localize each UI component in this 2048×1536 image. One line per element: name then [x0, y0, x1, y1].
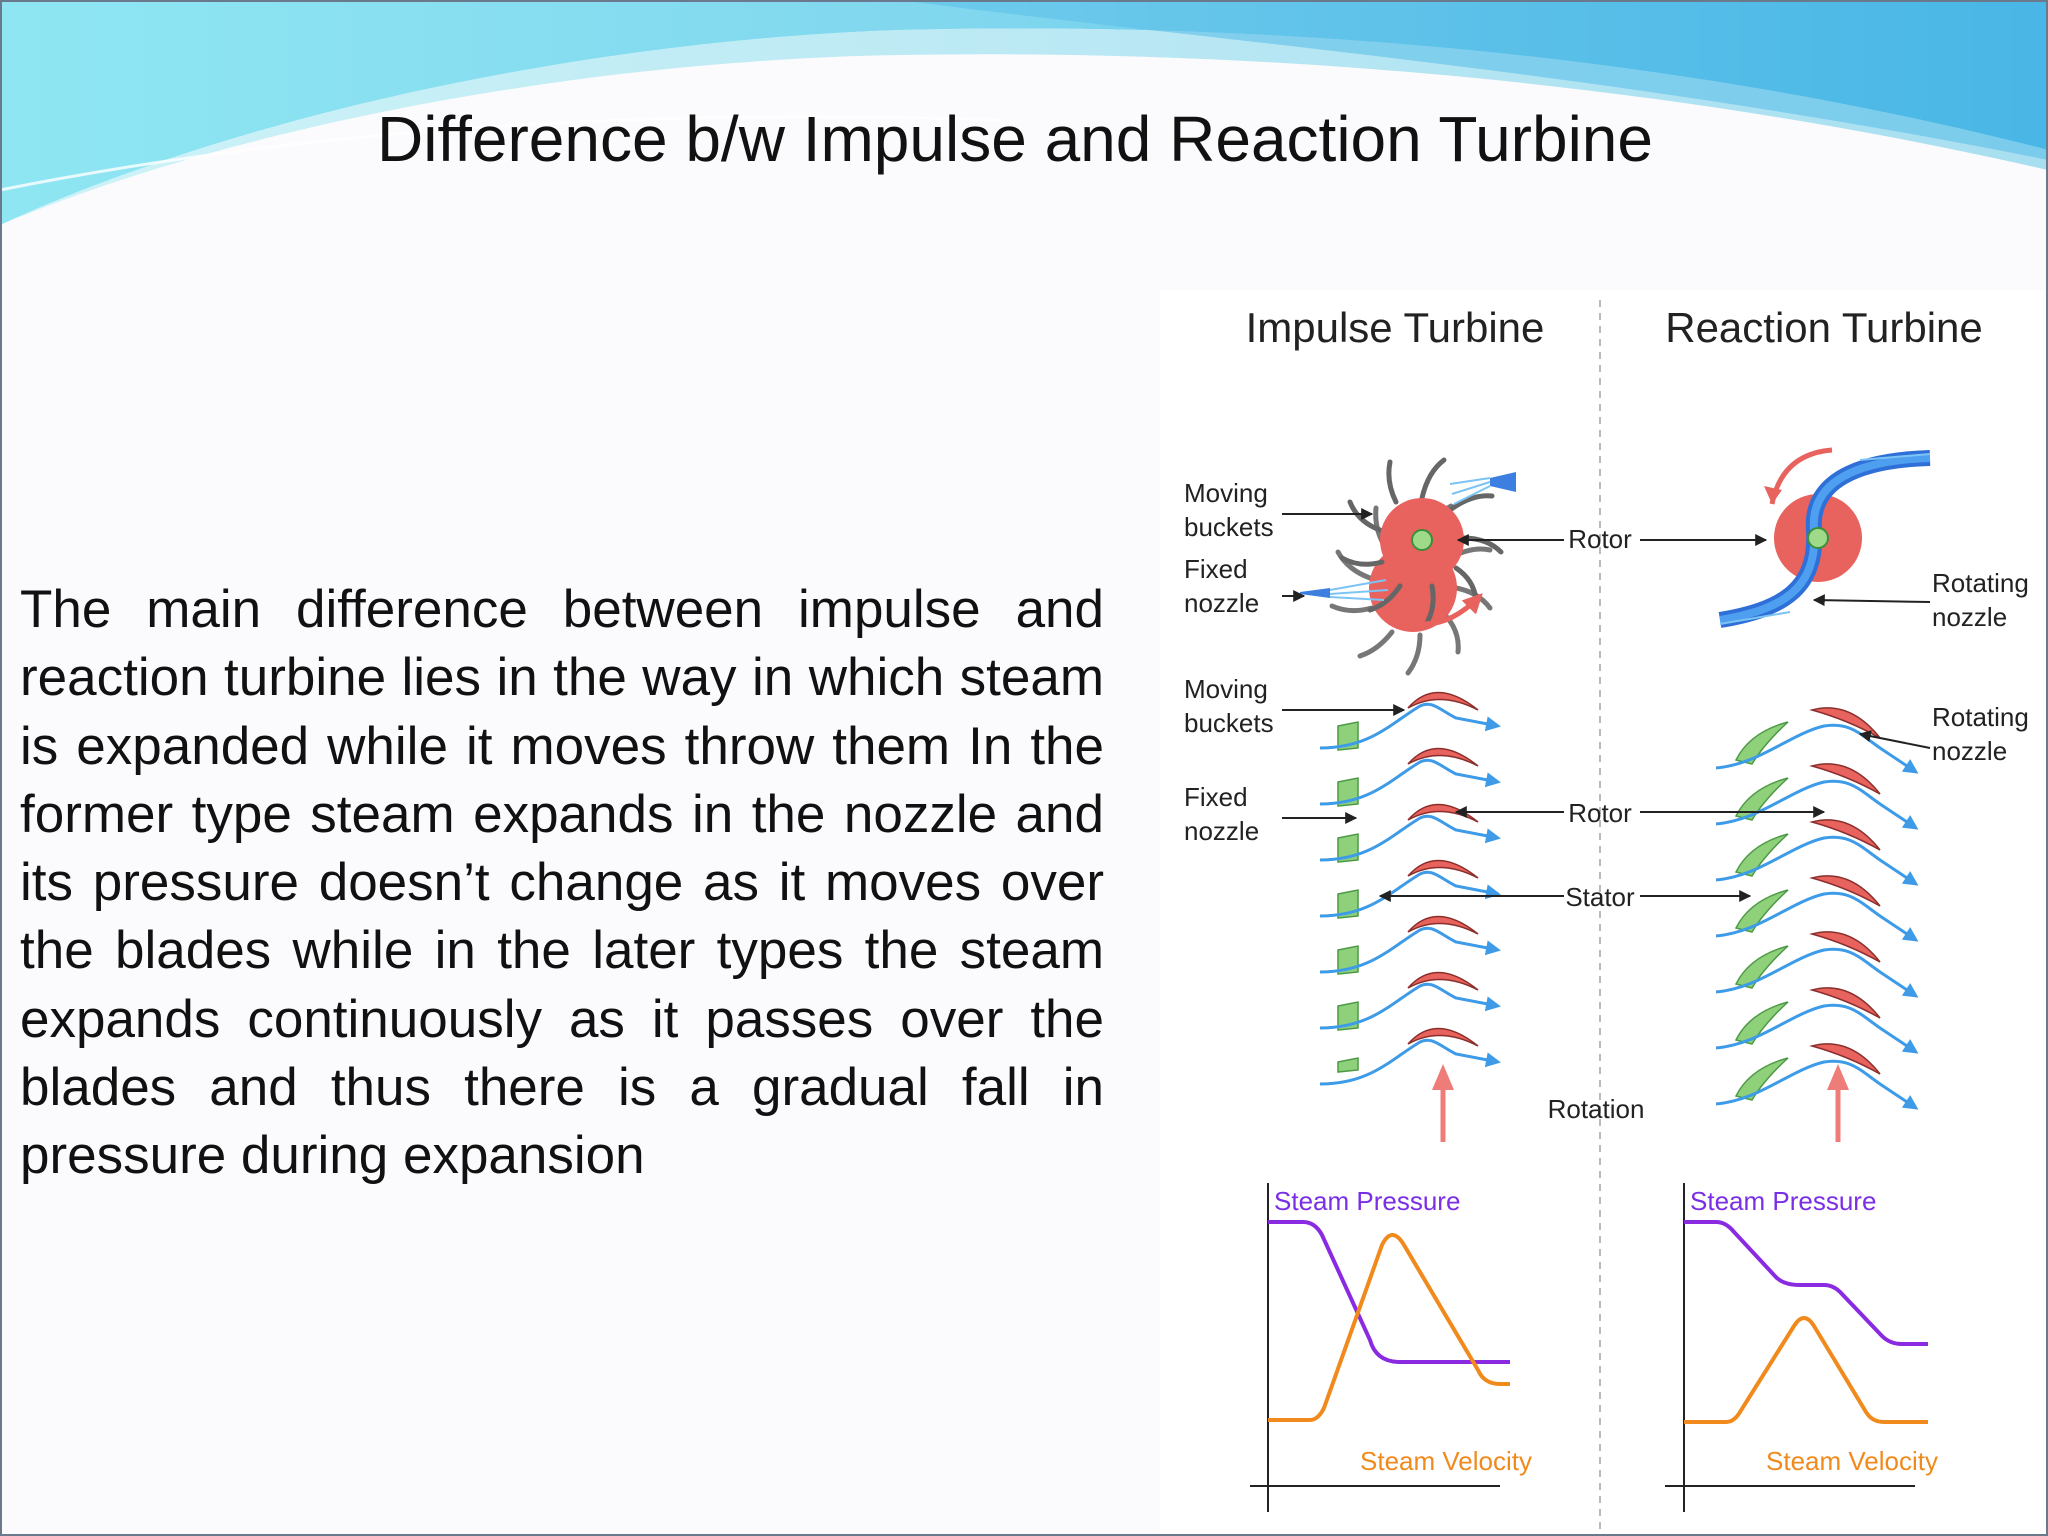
reaction-stator-blade [1734, 777, 1789, 821]
rotation-arrows [1432, 1064, 1849, 1142]
label-rotation: Rotation [1548, 1094, 1645, 1124]
label-fixed-nozzle-top-2: nozzle [1184, 588, 1259, 618]
impulse-velocity-label: Steam Velocity [1360, 1446, 1532, 1476]
reaction-rotor-blade [1809, 707, 1881, 739]
impulse-moving-bucket [1407, 691, 1479, 711]
impulse-moving-bucket [1407, 803, 1479, 823]
label-fixed-nozzle-mid: Fixed [1184, 782, 1248, 812]
reaction-stator-blade [1734, 945, 1789, 989]
diagram-canvas: Impulse Turbine Reaction Turbine [1184, 300, 2029, 1530]
reaction-flow-line [1715, 891, 1919, 942]
impulse-moving-bucket [1407, 915, 1479, 935]
impulse-flow-line [1319, 702, 1501, 750]
body-paragraph: The main difference between impulse and … [20, 580, 1104, 1186]
label-rotor-mid: Rotor [1568, 798, 1632, 828]
reaction-pressure-velocity-plot: Steam Pressure Steam Velocity [1665, 1183, 1938, 1512]
reaction-pressure-label: Steam Pressure [1690, 1186, 1876, 1216]
reaction-rotor-wheel [1718, 447, 1931, 628]
label-rotating-nozzle-top: Rotating [1932, 568, 2029, 598]
reaction-velocity-label: Steam Velocity [1766, 1446, 1938, 1476]
label-moving-buckets-mid: Moving [1184, 674, 1268, 704]
impulse-flow-line [1319, 870, 1501, 918]
impulse-moving-bucket [1407, 859, 1479, 879]
slide-title: Difference b/w Impulse and Reaction Turb… [377, 103, 1653, 175]
reaction-rotor-blade [1809, 1043, 1881, 1075]
label-moving-buckets-top: Moving [1184, 478, 1268, 508]
impulse-flow-line [1319, 758, 1501, 806]
impulse-blade-cascade [1319, 691, 1501, 1086]
impulse-flow-line [1319, 982, 1501, 1030]
label-rotor-top: Rotor [1568, 524, 1632, 554]
reaction-turbine-heading: Reaction Turbine [1665, 304, 1983, 351]
label-rotating-nozzle-mid: Rotating [1932, 702, 2029, 732]
label-rotating-nozzle-mid-2: nozzle [1932, 736, 2007, 766]
impulse-moving-bucket [1407, 1027, 1479, 1047]
label-fixed-nozzle-top: Fixed [1184, 554, 1248, 584]
label-fixed-nozzle-mid-2: nozzle [1184, 816, 1259, 846]
reaction-rotor-blade [1809, 931, 1881, 963]
impulse-flow-line [1319, 814, 1501, 862]
impulse-turbine-heading: Impulse Turbine [1246, 304, 1545, 351]
reaction-rotor-blade [1809, 987, 1881, 1019]
turbine-comparison-diagram: Impulse Turbine Reaction Turbine [1160, 290, 2048, 1536]
reaction-flow-line [1715, 835, 1919, 886]
reaction-rotor-blade [1809, 763, 1881, 795]
impulse-moving-bucket [1407, 747, 1479, 767]
reaction-stator-blade [1734, 721, 1789, 765]
label-moving-buckets-top-2: buckets [1184, 512, 1274, 542]
reaction-flow-line [1715, 779, 1919, 830]
impulse-flow-line [1319, 1038, 1501, 1086]
label-stator: Stator [1565, 882, 1635, 912]
reaction-flow-line [1715, 947, 1919, 998]
reaction-blade-cascade [1715, 707, 1919, 1110]
reaction-stator-blade [1734, 1001, 1789, 1045]
reaction-stator-blade [1734, 1057, 1789, 1101]
label-moving-buckets-mid-2: buckets [1184, 708, 1274, 738]
header-wave-decoration [0, 0, 2048, 225]
reaction-flow-line [1715, 1059, 1919, 1110]
reaction-flow-line [1715, 1003, 1919, 1054]
label-rotating-nozzle-top-2: nozzle [1932, 602, 2007, 632]
impulse-wheel-main [1300, 457, 1516, 627]
reaction-stator-blade [1734, 833, 1789, 877]
impulse-pressure-label: Steam Pressure [1274, 1186, 1460, 1216]
reaction-rotor-blade [1809, 819, 1881, 851]
impulse-stator-blade [1337, 1057, 1359, 1073]
reaction-rotor-blade [1809, 875, 1881, 907]
impulse-flow-line [1319, 926, 1501, 974]
impulse-moving-bucket [1407, 971, 1479, 991]
impulse-pressure-velocity-plot: Steam Pressure Steam Velocity [1250, 1183, 1532, 1512]
